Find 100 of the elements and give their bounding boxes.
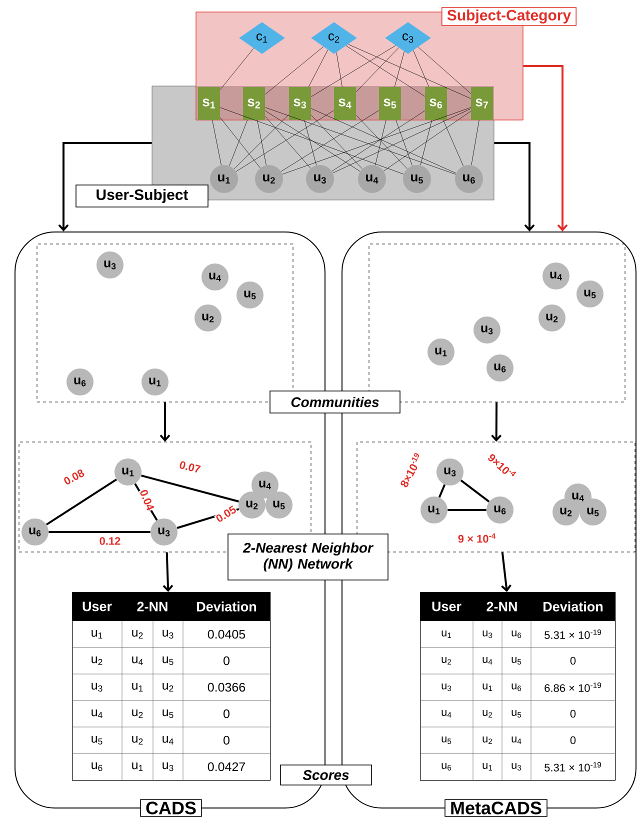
connector-line	[396, 120, 412, 166]
node-label: u$_{5}$	[587, 508, 599, 516]
table-cell: u$_{3}$	[92, 682, 102, 692]
connector-line	[413, 50, 430, 87]
subject-box: s$_{7}$	[471, 87, 493, 120]
connector-line	[220, 117, 260, 168]
table-cell: 6.86 × 10$^{-19}$	[544, 682, 602, 692]
connector-line	[311, 115, 362, 169]
arrow	[523, 65, 568, 232]
table-cell: u$_{6}$	[512, 684, 522, 692]
connector-line	[48, 531, 150, 533]
connector-line	[176, 508, 240, 529]
column-header: 2-NN	[137, 602, 168, 612]
connector-line	[265, 107, 456, 174]
connector-line	[332, 108, 471, 174]
connector-line	[356, 48, 399, 92]
subject-box: s$_{1}$	[198, 87, 220, 120]
edge-label: 8×10$^{-19}$	[398, 451, 424, 489]
table-cell: 0.0427	[208, 762, 245, 772]
connector-line	[265, 116, 311, 169]
column-header: User	[432, 602, 462, 612]
table-cell: u$_{2}$	[132, 709, 143, 718]
arrow	[501, 552, 512, 592]
column-header: Deviation	[197, 602, 256, 612]
table-cell: u$_{5}$	[162, 709, 174, 718]
arrow	[162, 552, 174, 592]
connector-line	[375, 120, 386, 166]
table-cell: 0	[570, 736, 576, 744]
arrow	[491, 402, 502, 442]
connector-line	[234, 114, 289, 170]
connector-line	[229, 120, 248, 166]
table-cell: u$_{1}$	[132, 762, 143, 771]
table-cell: 0.0405	[208, 630, 246, 639]
arrow	[160, 402, 170, 442]
table-cell: u$_{4}$	[482, 657, 492, 664]
arrow	[494, 142, 535, 232]
connector-line	[336, 52, 342, 87]
node-label: u$_{2}$	[560, 508, 572, 516]
node-label: u$_{5}$	[273, 500, 285, 510]
table-cell: u$_{2}$	[92, 656, 102, 666]
edge-label: 0.08	[62, 468, 86, 486]
table-cell: u$_{4}$	[92, 710, 102, 718]
subject-box: s$_{2}$	[243, 87, 265, 120]
table-cell: u$_{3}$	[512, 763, 522, 771]
table-cell: u$_{1}$	[132, 683, 143, 692]
connector-line	[311, 108, 456, 174]
table-cell: u$_{6}$	[512, 630, 522, 638]
stage-label-box: Communities	[270, 390, 400, 414]
score-table	[420, 592, 616, 781]
table-cell: u$_{4}$	[162, 736, 174, 744]
table-cell: 0	[570, 656, 576, 665]
connector-line	[265, 110, 360, 172]
edge-label: 9 × 10$^{-4}$	[457, 532, 497, 544]
connector-line	[304, 120, 317, 166]
column-header: 2-NN	[486, 602, 517, 612]
column-header: User	[82, 602, 112, 612]
connector-line	[220, 48, 254, 90]
table-cell: u$_{4}$	[512, 736, 522, 744]
connector-line	[420, 120, 432, 166]
table-cell: u$_{1}$	[482, 684, 492, 691]
subject-box: s$_{4}$	[334, 87, 356, 120]
connector-line	[308, 50, 328, 87]
connector-line	[236, 110, 334, 172]
table-cell: 0.0366	[208, 682, 246, 692]
connector-line	[384, 110, 471, 172]
subject-box: s$_{3}$	[289, 87, 311, 120]
connector-line	[212, 120, 222, 166]
connector-line	[418, 46, 471, 94]
arrow	[58, 142, 152, 232]
table-cell: u$_{6}$	[442, 763, 452, 771]
table-cell: u$_{4}$	[132, 656, 143, 665]
stage-label-box: Scores	[280, 764, 372, 786]
node-label: u$_{2}$	[246, 500, 258, 510]
table-cell: 0	[224, 656, 230, 666]
connector-line	[348, 44, 471, 99]
table-cell: u$_{5}$	[512, 657, 522, 665]
subject-box: s$_{5}$	[379, 87, 401, 120]
connector-line	[265, 46, 324, 95]
table-cell: u$_{2}$	[482, 736, 492, 744]
connector-line	[46, 478, 118, 526]
table-cell: 0	[224, 736, 230, 745]
table-cell: u$_{1}$	[482, 763, 492, 770]
table-cell: 5.31 × 10$^{-19}$	[544, 630, 602, 639]
table-cell: u$_{3}$	[162, 762, 174, 772]
connector-line	[460, 480, 490, 503]
table-cell: 0	[224, 709, 230, 718]
table-cell: u$_{4}$	[442, 710, 452, 718]
connector-line	[346, 46, 425, 97]
edge-label: 0.12	[98, 536, 122, 546]
table-cell: u$_{2}$	[162, 682, 174, 692]
connector-line	[471, 120, 480, 166]
table-cell: u$_{3}$	[482, 630, 492, 638]
connector-line	[140, 474, 240, 502]
connector-line	[332, 110, 425, 172]
table-cell: u$_{1}$	[442, 630, 452, 638]
column-header: Deviation	[544, 602, 603, 612]
table-cell: u$_{2}$	[482, 710, 492, 718]
table-cell: u$_{2}$	[442, 657, 452, 664]
connector-line	[220, 107, 404, 174]
connector-line	[311, 45, 396, 97]
